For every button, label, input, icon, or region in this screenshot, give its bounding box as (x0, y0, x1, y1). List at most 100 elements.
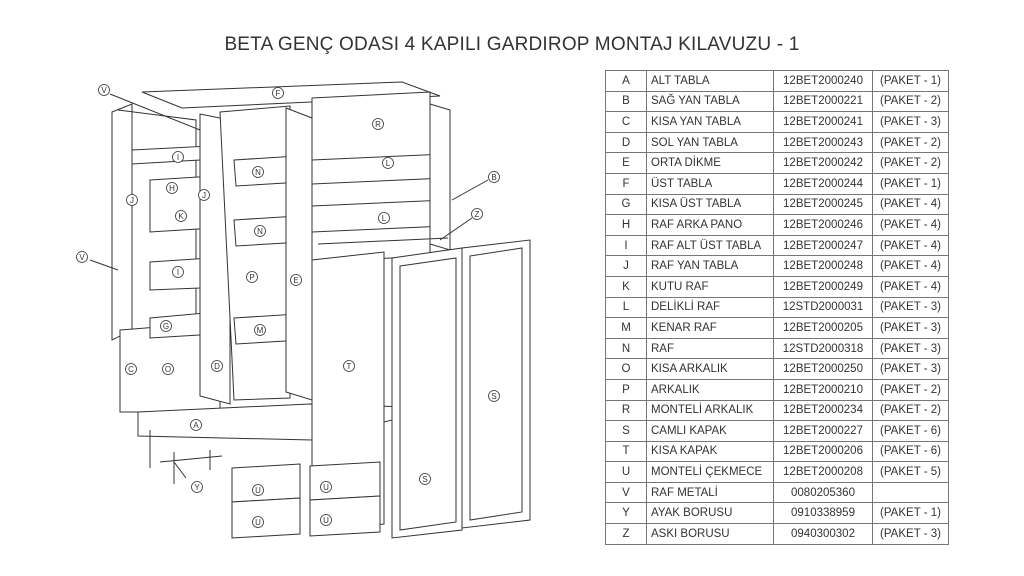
part-name: RAF METALİ (646, 481, 774, 504)
callout-k: K (175, 210, 187, 222)
part-number: 0080205360 (773, 481, 873, 504)
part-code: T (605, 440, 647, 463)
part-number: 0940300302 (773, 523, 873, 545)
part-code: D (605, 131, 647, 154)
callout-letter: J (202, 191, 206, 200)
part-number: 12BET2000208 (773, 461, 873, 483)
callout-letter: V (79, 253, 85, 262)
package: (PAKET - 2) (872, 378, 949, 401)
callout-letter: Z (475, 210, 480, 219)
part-name: KENAR RAF (646, 317, 774, 339)
callout-circle (382, 157, 394, 169)
package: (PAKET - 6) (872, 440, 949, 463)
part-name: MONTELİ ARKALIK (646, 399, 774, 422)
package: (PAKET - 1) (872, 70, 949, 92)
callout-circle (488, 171, 500, 183)
part-code: E (605, 152, 647, 174)
part-number: 12BET2000206 (773, 440, 873, 463)
part-number: 12BET2000210 (773, 378, 873, 401)
part-code: R (605, 399, 647, 422)
callout-circle (166, 182, 178, 194)
part-number: 12BET2000242 (773, 152, 873, 174)
part-code: N (605, 337, 647, 360)
callout-circle (198, 189, 210, 201)
part-number: 12BET2000205 (773, 317, 873, 339)
callout-b: B (488, 171, 500, 183)
callout-letter: K (178, 212, 184, 221)
package: (PAKET - 3) (872, 523, 949, 545)
callout-letter: T (347, 362, 352, 371)
callout-l: L (378, 212, 390, 224)
callout-circle (175, 210, 187, 222)
part-code: S (605, 420, 647, 442)
part-number: 12STD2000318 (773, 337, 873, 360)
callout-z: Z (471, 208, 483, 220)
callout-letter: Y (194, 483, 200, 492)
part-code: H (605, 214, 647, 236)
part-code: B (605, 90, 647, 113)
part-name: KISA ARKALIK (646, 358, 774, 380)
callout-letter: A (193, 421, 199, 430)
callout-i: I (172, 266, 184, 278)
part-code: Z (605, 523, 647, 545)
part-name: SOL YAN TABLA (646, 131, 774, 154)
callout-circle (252, 166, 264, 178)
wardrobe-drawing (89, 81, 531, 539)
callout-circle (252, 484, 264, 496)
callout-circle (252, 516, 264, 528)
callout-circle (320, 481, 332, 493)
callout-e: E (290, 274, 302, 286)
callout-m: M (254, 324, 266, 336)
callout-letter: E (293, 276, 298, 285)
part-name: KISA KAPAK (646, 440, 774, 463)
callout-v: V (76, 251, 88, 263)
callout-letter: L (382, 214, 387, 223)
callout-letter: L (386, 159, 391, 168)
callout-letter: F (276, 89, 281, 98)
callout-a: A (190, 419, 202, 431)
part-code: L (605, 296, 647, 319)
callout-s: S (488, 390, 500, 402)
part-name: KISA ÜST TABLA (646, 193, 774, 216)
callout-circle (254, 225, 266, 237)
callout-v: V (98, 84, 110, 96)
part-number: 12BET2000243 (773, 131, 873, 154)
callout-letter: U (255, 518, 261, 527)
callout-letter: G (163, 322, 169, 331)
callout-letter: B (491, 173, 496, 182)
callout-h: H (166, 182, 178, 194)
callout-l: L (382, 157, 394, 169)
callout-circle (211, 360, 223, 372)
part-name: SAĞ YAN TABLA (646, 90, 774, 113)
callout-letter: R (375, 120, 381, 129)
part-name: ORTA DİKME (646, 152, 774, 174)
callout-circle (190, 419, 202, 431)
part-name: AYAK BORUSU (646, 502, 774, 525)
part-code: Y (605, 502, 647, 525)
callout-o: O (162, 363, 174, 375)
callout-letter: D (214, 362, 220, 371)
part-name: ASKI BORUSU (646, 523, 774, 545)
callout-letter: N (255, 168, 261, 177)
callout-circle (125, 363, 137, 375)
callout-j: J (126, 194, 138, 206)
package: (PAKET - 3) (872, 358, 949, 380)
package: (PAKET - 6) (872, 420, 949, 442)
callout-letter: J (130, 196, 134, 205)
